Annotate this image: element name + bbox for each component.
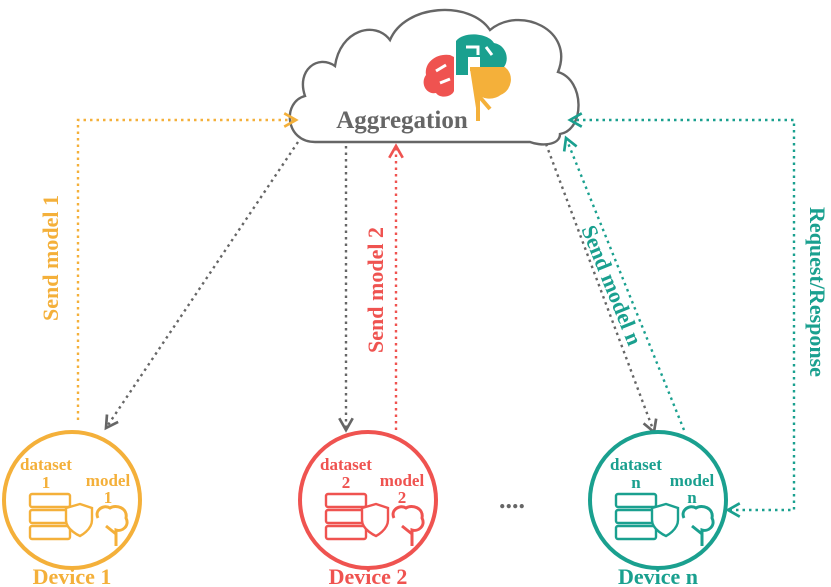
device-2-circle — [298, 430, 438, 570]
request-response-label: Request/Response — [805, 207, 830, 377]
device-2-model-index: 2 — [398, 488, 407, 507]
database-shield-icon — [614, 492, 680, 541]
device-n: dataset n model n — [588, 430, 728, 570]
device-n-model-index: n — [687, 488, 697, 507]
connections — [76, 112, 796, 518]
device-2-model-label: model — [380, 471, 425, 490]
aggregation-label: Aggregation — [336, 107, 468, 134]
brain-model-icon — [391, 504, 425, 546]
brain-icon — [423, 34, 511, 121]
device-1-model-index: 1 — [104, 488, 113, 507]
cloud-to-device-1-arrow — [104, 141, 299, 431]
more-devices-ellipsis: .... — [499, 485, 525, 514]
device-n-dataset-label: dataset — [610, 455, 662, 474]
device-2-name: Device 2 — [329, 564, 408, 587]
device-1: dataset 1 model 1 — [2, 430, 142, 570]
brain-model-icon — [95, 504, 129, 546]
device-n-name: Device n — [618, 564, 698, 587]
device-n-model-label: model — [670, 471, 715, 490]
device-1-dataset-label: dataset — [20, 455, 72, 474]
request-response-arrow — [567, 112, 796, 518]
device-n-circle — [588, 430, 728, 570]
device-1-model-label: model — [86, 471, 131, 490]
send-model-n-label: Send model n — [577, 222, 648, 349]
device-2-dataset-label: dataset — [320, 455, 372, 474]
send-model-2-label: Send model 2 — [363, 227, 388, 353]
device-1-name: Device 1 — [33, 564, 112, 587]
database-shield-icon — [28, 492, 94, 541]
database-shield-icon — [324, 492, 390, 541]
device-1-dataset-index: 1 — [42, 473, 51, 492]
device-2: dataset 2 model 2 — [298, 430, 438, 570]
brain-model-icon — [681, 504, 715, 546]
device-n-dataset-index: n — [631, 473, 641, 492]
device-1-circle — [2, 430, 142, 570]
device-2-dataset-index: 2 — [342, 473, 351, 492]
send-model-1-arrow — [76, 112, 299, 420]
send-model-1-label: Send model 1 — [38, 195, 63, 321]
